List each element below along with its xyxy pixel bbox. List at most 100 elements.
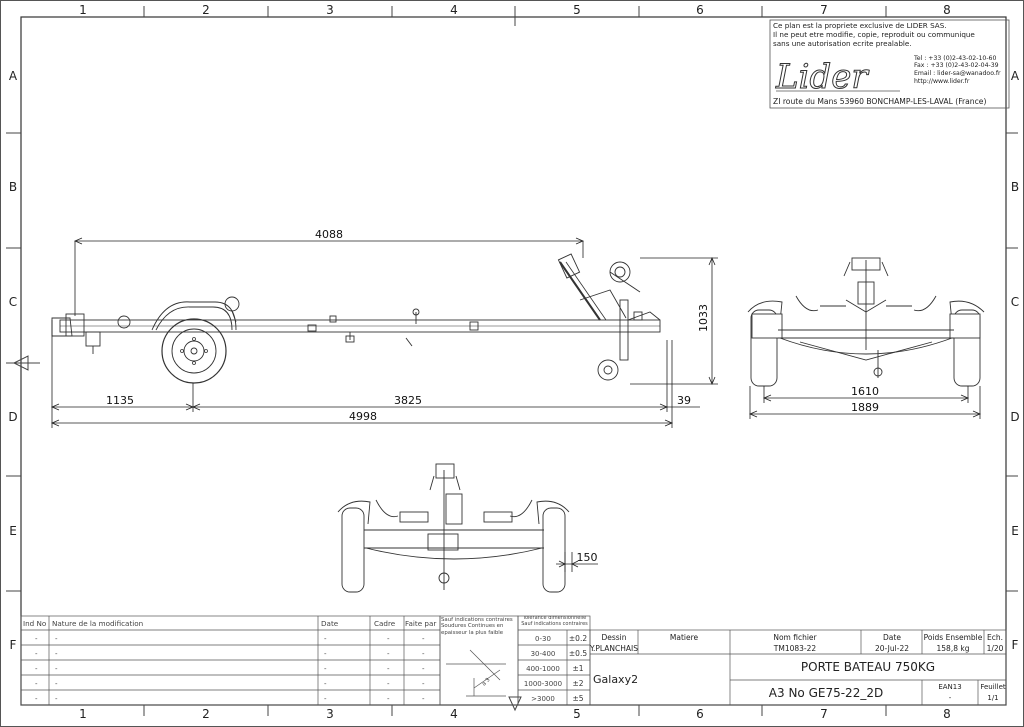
drawing-title: PORTE BATEAU 750KG bbox=[801, 660, 935, 674]
row-label-left: B bbox=[9, 180, 17, 194]
mod-row-cell: - bbox=[324, 635, 327, 643]
column-label-bottom: 3 bbox=[326, 707, 334, 721]
mod-row-cell: - bbox=[387, 650, 390, 658]
mod-row-cell: - bbox=[324, 680, 327, 688]
column-label-bottom: 2 bbox=[202, 707, 210, 721]
dim-39: 39 bbox=[677, 394, 691, 407]
center-arrow-left bbox=[12, 355, 29, 371]
mod-row-cell: - bbox=[422, 650, 425, 658]
mod-row-cell: - bbox=[55, 665, 58, 673]
mod-row-cell: - bbox=[35, 680, 38, 688]
tolerance-range: 0-30 bbox=[535, 635, 551, 643]
mod-row-cell: - bbox=[55, 695, 58, 703]
column-label-top: 8 bbox=[943, 3, 951, 17]
mod-row-cell: - bbox=[324, 695, 327, 703]
mod-header-cell: Ind No bbox=[23, 619, 46, 628]
ean-value: - bbox=[949, 694, 952, 702]
mod-row-cell: - bbox=[35, 695, 38, 703]
mod-table-header: Ind No Nature de la modification Date Cadre… bbox=[23, 619, 436, 628]
mod-row-cell: - bbox=[422, 635, 425, 643]
mod-row-cell: - bbox=[387, 680, 390, 688]
project-name: Galaxy2 bbox=[593, 673, 638, 686]
dessin-value: Y.PLANCHAIS bbox=[589, 644, 638, 653]
nom-fichier-label: Nom fichier bbox=[773, 633, 817, 642]
notice-line-3: sans une autorisation ecrite prealable. bbox=[773, 39, 912, 48]
contact-tel: Tel : +33 (0)2-43-02-10-60 bbox=[913, 55, 996, 62]
mod-row-cell: - bbox=[55, 680, 58, 688]
contact-email: Email : lider-sa@wanadoo.fr bbox=[914, 69, 1001, 77]
poids-value: 158,8 kg bbox=[937, 644, 970, 653]
mod-row-cell: - bbox=[35, 665, 38, 673]
dim-4088: 4088 bbox=[315, 228, 343, 241]
side-view-dimensions bbox=[50, 237, 718, 428]
dim-1610: 1610 bbox=[851, 385, 879, 398]
column-label-top: 6 bbox=[696, 3, 704, 17]
mod-row-cell: - bbox=[387, 665, 390, 673]
notice-line-2: Il ne peut etre modifie, copie, reprodui… bbox=[773, 30, 975, 39]
mod-header-cell: Nature de la modification bbox=[52, 619, 143, 628]
mod-row-cell: - bbox=[422, 680, 425, 688]
column-label-bottom: 5 bbox=[573, 707, 581, 721]
tolerance-range: >3000 bbox=[531, 695, 555, 703]
nom-fichier-value: TM1083-22 bbox=[773, 644, 817, 653]
mod-header-cell: Cadre bbox=[374, 619, 396, 628]
dessin-label: Dessin bbox=[601, 633, 626, 642]
mod-row-cell: - bbox=[324, 650, 327, 658]
poids-label: Poids Ensemble bbox=[924, 633, 983, 642]
row-label-right: A bbox=[1011, 69, 1020, 83]
mod-row-cell: - bbox=[55, 635, 58, 643]
tolerance-header: Tolerance dimensionnelle Sauf indication… bbox=[521, 616, 588, 627]
row-label-left: E bbox=[9, 524, 17, 538]
column-label-bottom: 8 bbox=[943, 707, 951, 721]
row-label-right: E bbox=[1011, 524, 1019, 538]
feuillet-value: 1/1 bbox=[987, 694, 998, 702]
date-value: 20-Jul-22 bbox=[875, 644, 909, 653]
column-label-top: 5 bbox=[573, 3, 581, 17]
mod-header-cell: Date bbox=[321, 619, 339, 628]
row-label-left: F bbox=[10, 638, 17, 652]
column-label-top: 7 bbox=[820, 3, 828, 17]
tolerance-value: ±2 bbox=[572, 679, 583, 688]
ean-label: EAN13 bbox=[938, 683, 961, 691]
drawing-number: A3 No GE75-22_2D bbox=[769, 686, 883, 700]
column-label-top: 4 bbox=[450, 3, 458, 17]
tolerance-value: ±1 bbox=[572, 664, 583, 673]
column-label-bottom: 1 bbox=[79, 707, 87, 721]
mod-row-cell: - bbox=[422, 665, 425, 673]
dim-1135: 1135 bbox=[106, 394, 134, 407]
mod-row-cell: - bbox=[387, 695, 390, 703]
rear-view bbox=[337, 463, 570, 593]
title-block bbox=[20, 615, 1007, 706]
column-label-top: 2 bbox=[202, 3, 210, 17]
dim-4998: 4998 bbox=[349, 410, 377, 423]
side-view bbox=[51, 253, 661, 384]
tolerance-range: 400-1000 bbox=[526, 665, 560, 673]
dim-1033: 1033 bbox=[697, 304, 710, 332]
notice-line-1: Ce plan est la propriete exclusive de LI… bbox=[773, 21, 947, 30]
company-box: Ce plan est la propriete exclusive de LI… bbox=[769, 19, 1010, 109]
mod-row-cell: - bbox=[35, 635, 38, 643]
feuillet-label: Feuillet bbox=[980, 683, 1006, 691]
matiere-label: Matiere bbox=[670, 633, 699, 642]
row-label-right: B bbox=[1011, 180, 1019, 194]
weld-symbol-label: a 3 bbox=[481, 677, 492, 688]
row-label-right: D bbox=[1010, 410, 1019, 424]
row-label-right: C bbox=[1011, 295, 1019, 309]
row-ticks bbox=[6, 132, 1018, 592]
column-label-top: 3 bbox=[326, 3, 334, 17]
tolerance-range: 1000-3000 bbox=[524, 680, 562, 688]
mod-row-cell: - bbox=[55, 650, 58, 658]
front-view-dimensions bbox=[748, 386, 982, 419]
mod-header-cell: Faite par bbox=[405, 619, 436, 628]
mod-row-cell: - bbox=[387, 635, 390, 643]
row-label-left: A bbox=[9, 69, 18, 83]
contact-fax: Fax : +33 (0)2-43-02-04-39 bbox=[914, 62, 999, 69]
ech-value: 1/20 bbox=[987, 644, 1004, 653]
contact-web: http://www.lider.fr bbox=[914, 78, 970, 85]
tolerance-range: 30-400 bbox=[531, 650, 556, 658]
